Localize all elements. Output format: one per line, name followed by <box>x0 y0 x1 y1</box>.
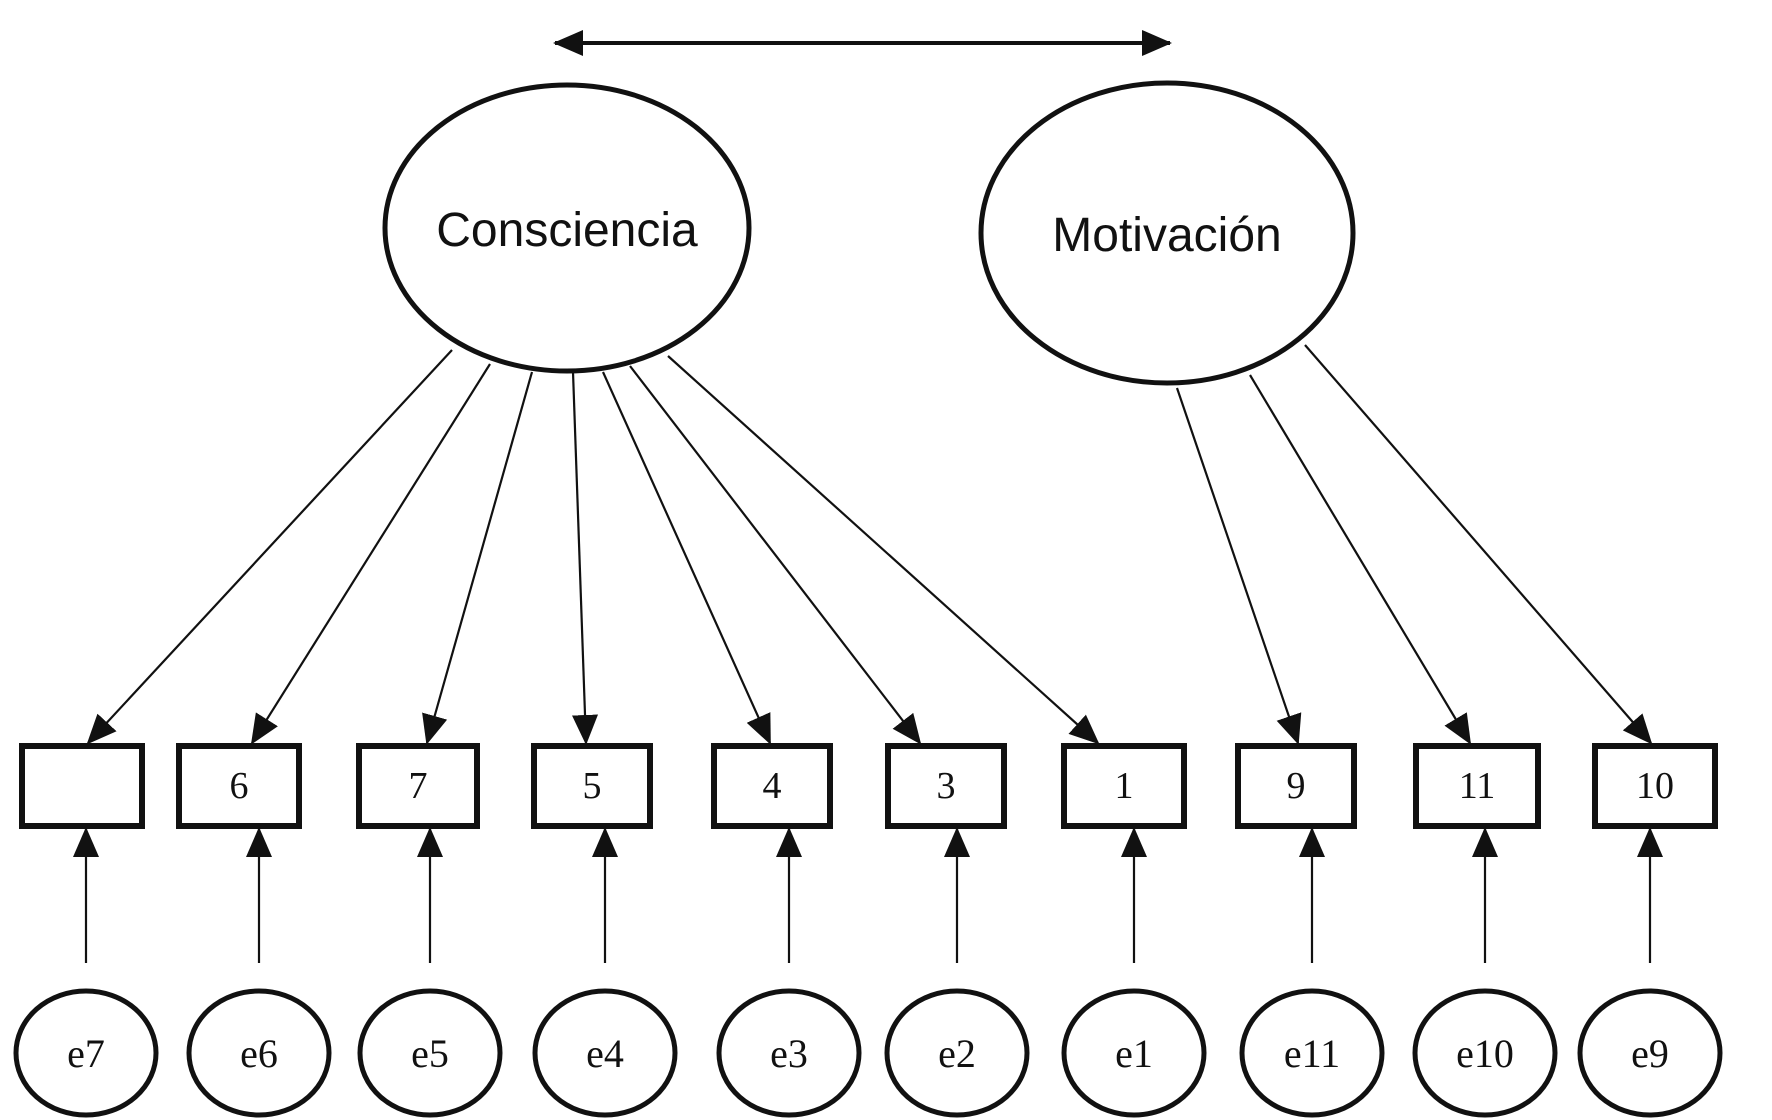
latent-label-consciencia: Consciencia <box>436 204 698 257</box>
indicator-label: 4 <box>763 765 782 807</box>
error-label: e3 <box>770 1031 808 1076</box>
indicator-box-9: 9 <box>1235 743 1357 829</box>
loading-arrow-10 <box>1304 344 1653 745</box>
error-label: e7 <box>67 1031 105 1076</box>
error-term-e6: e6 <box>186 988 332 1118</box>
error-label: e10 <box>1456 1031 1514 1076</box>
loading-arrow-9 <box>1175 387 1302 745</box>
error-term-e11: e11 <box>1239 988 1385 1118</box>
error-label: e5 <box>411 1031 449 1076</box>
indicator-label: 7 <box>409 765 428 807</box>
error-label: e4 <box>586 1031 624 1076</box>
loading-arrow-11 <box>1249 374 1472 745</box>
indicator-label: 6 <box>230 765 249 807</box>
indicator-box-3: 3 <box>885 743 1007 829</box>
indicator-box-1: 1 <box>1061 743 1187 829</box>
error-term-e4: e4 <box>532 988 678 1118</box>
latent-motivacion: Motivación <box>978 80 1356 386</box>
latent-consciencia: Consciencia <box>382 82 752 374</box>
error-term-e7: e7 <box>13 988 159 1118</box>
error-label: e11 <box>1284 1031 1340 1076</box>
loading-arrow-unlabeled <box>86 349 453 745</box>
error-term-e1: e1 <box>1061 988 1207 1118</box>
indicator-box-7: 7 <box>356 743 480 829</box>
error-label: e9 <box>1631 1031 1669 1076</box>
loading-arrow-3 <box>629 365 922 745</box>
error-term-e9: e9 <box>1577 988 1723 1118</box>
error-label: e1 <box>1115 1031 1153 1076</box>
indicator-label: 1 <box>1115 765 1134 807</box>
error-term-e3: e3 <box>716 988 862 1118</box>
indicator-label: 11 <box>1459 765 1496 807</box>
indicator-box-5: 5 <box>531 743 653 829</box>
error-label: e6 <box>240 1031 278 1076</box>
loading-arrow-6 <box>250 363 491 745</box>
loading-arrow-7 <box>422 371 534 745</box>
indicator-box-6: 6 <box>176 743 302 829</box>
indicator-label: 10 <box>1636 765 1674 807</box>
indicator-label: 5 <box>583 765 602 807</box>
indicator-box-4: 4 <box>711 743 833 829</box>
latent-label-motivacion: Motivación <box>1052 209 1281 262</box>
loading-arrow-4 <box>601 371 772 745</box>
indicator-label: 9 <box>1287 765 1306 807</box>
loading-arrow-5 <box>571 371 599 745</box>
indicator-box-11: 11 <box>1413 743 1541 829</box>
error-term-e5: e5 <box>357 988 503 1118</box>
indicator-label: 3 <box>937 765 956 807</box>
error-term-e10: e10 <box>1412 988 1558 1118</box>
indicator-box-unlabeled <box>19 743 145 829</box>
indicator-box-10: 10 <box>1592 743 1718 829</box>
error-label: e2 <box>938 1031 976 1076</box>
error-term-e2: e2 <box>884 988 1030 1118</box>
loading-arrow-1 <box>667 355 1100 745</box>
